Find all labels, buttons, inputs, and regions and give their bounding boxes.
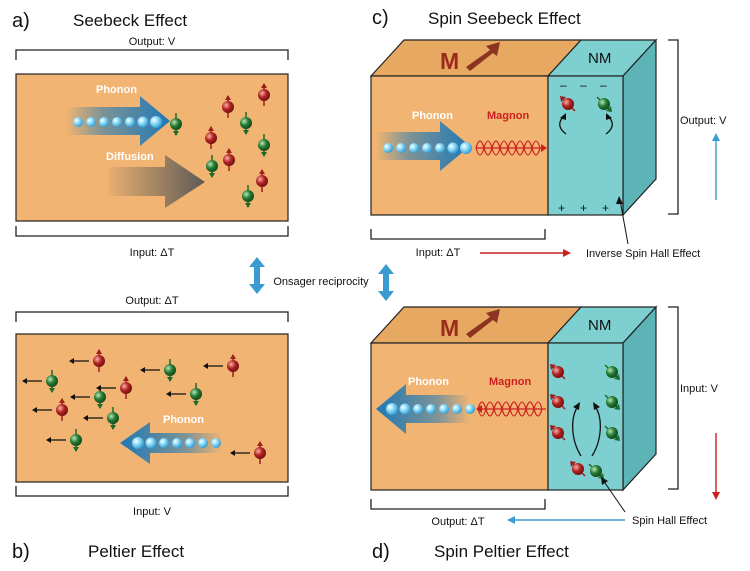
panel-b-input-label: Input: V <box>133 506 172 518</box>
she-curve-left <box>572 405 582 457</box>
onsager-label: Onsager reciprocity <box>273 276 369 288</box>
nm-charges: – – – + + + <box>558 78 609 215</box>
panel-c-input-label: Input: ΔT <box>416 247 461 259</box>
phonon-label: Phonon <box>163 414 204 426</box>
reciprocity-arrow-right <box>378 264 394 301</box>
phonon-arrow: Phonon <box>376 376 475 434</box>
plus-sign: + <box>580 201 587 215</box>
panel-b-output-label: Output: ΔT <box>125 295 178 307</box>
effect-pointer <box>602 479 626 513</box>
effect-pointer <box>619 199 629 245</box>
output-bracket <box>15 311 289 322</box>
phonon-arrow: Phonon <box>120 414 222 464</box>
phonon-label: Phonon <box>412 110 453 122</box>
spin-electrons <box>22 349 266 464</box>
input-bracket <box>668 306 679 490</box>
nm-front-face <box>547 75 624 216</box>
diffusion-label: Diffusion <box>106 151 154 163</box>
magnon-wave: Magnon <box>476 376 546 417</box>
panel-c-output-label: Output: V <box>680 115 727 127</box>
nm-label: NM <box>588 317 611 334</box>
magnetization-label: M <box>440 48 459 74</box>
nm-front-face <box>547 342 624 491</box>
panel-d-input-label: Input: V <box>680 383 719 395</box>
output-bracket <box>668 39 679 215</box>
panel-a-output-label: Output: V <box>129 36 176 48</box>
panel-d-letter: d) <box>372 541 390 563</box>
magnetization-label: M <box>440 315 459 341</box>
panel-b-title: Peltier Effect <box>88 542 184 561</box>
phonon-particles <box>73 116 162 128</box>
panel-d-output-label: Output: ΔT <box>431 516 484 528</box>
panel-c-effect-label: Inverse Spin Hall Effect <box>586 248 700 260</box>
panel-c-letter: c) <box>372 7 389 29</box>
magnetization-arrow <box>466 42 500 71</box>
panel-c-title: Spin Seebeck Effect <box>428 9 581 28</box>
minus-sign: – <box>560 78 567 92</box>
phonon-particles <box>383 142 472 154</box>
phonon-label: Phonon <box>408 376 449 388</box>
panel-b-letter: b) <box>12 541 30 563</box>
phonon-label: Phonon <box>96 84 137 96</box>
magnon-label: Magnon <box>487 110 529 122</box>
spin-electrons <box>560 96 612 112</box>
panel-b: Output: ΔT Phonon <box>12 295 289 563</box>
plus-sign: + <box>558 201 565 215</box>
phonon-arrow: Phonon <box>66 84 170 146</box>
bilayer-block <box>369 38 658 217</box>
panel-c: c) Spin Seebeck Effect M NM Phonon <box>369 7 727 260</box>
onsager-reciprocity: Onsager reciprocity <box>249 257 394 301</box>
nm-label: NM <box>588 50 611 67</box>
panel-d: M NM Phonon Magnon <box>369 305 720 563</box>
panel-a: a) Seebeck Effect Output: V Phonon Diffu… <box>12 10 289 259</box>
spin-electrons <box>170 83 270 208</box>
magnetization-arrow <box>466 309 500 338</box>
input-bracket <box>15 486 289 497</box>
panel-a-title: Seebeck Effect <box>73 11 187 30</box>
phonon-particles <box>386 403 475 415</box>
she-curve-right <box>591 405 601 457</box>
minus-sign: – <box>580 78 587 92</box>
reciprocity-arrow-left <box>249 257 265 294</box>
output-bracket <box>370 499 546 510</box>
spin-electrons <box>550 364 620 479</box>
plus-sign: + <box>602 201 609 215</box>
magnon-label: Magnon <box>489 376 531 388</box>
phonon-particles <box>132 437 221 449</box>
magnon-wave: Magnon <box>475 110 547 156</box>
input-bracket <box>15 226 289 237</box>
phonon-arrow: Phonon <box>376 110 472 171</box>
panel-a-letter: a) <box>12 10 30 32</box>
magnet-top-face <box>369 39 583 77</box>
panel-d-title: Spin Peltier Effect <box>434 542 569 561</box>
panel-d-effect-label: Spin Hall Effect <box>632 515 707 527</box>
magnet-top-face <box>369 306 583 344</box>
minus-sign: – <box>600 78 607 92</box>
output-bracket <box>15 49 289 60</box>
diffusion-arrow: Diffusion <box>106 151 205 208</box>
panel-a-input-label: Input: ΔT <box>130 247 175 259</box>
input-bracket <box>370 229 546 240</box>
